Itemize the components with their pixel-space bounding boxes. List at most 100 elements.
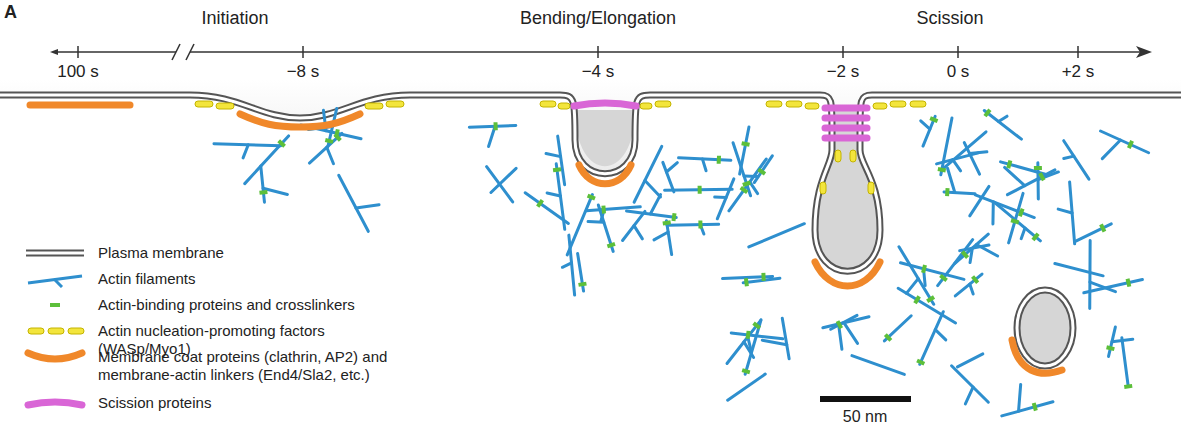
actin-crosslinker — [579, 284, 587, 285]
actin-filament — [679, 158, 731, 161]
actin-crosslinker — [973, 277, 978, 283]
actin-filament — [327, 147, 334, 163]
actin-filament — [984, 111, 1021, 140]
scission-proteins — [574, 103, 867, 138]
actin-filament — [1122, 338, 1128, 387]
actin-crosslinker — [601, 206, 606, 214]
actin-filament — [1001, 162, 1046, 174]
legend-sample — [24, 270, 86, 288]
actin-crosslinker — [746, 331, 751, 339]
actin-crosslinker — [1128, 279, 1130, 287]
actin-crosslinker — [1034, 403, 1036, 411]
legend-text: Plasma membrane — [98, 244, 398, 262]
actin-filament — [844, 323, 858, 344]
time-axis — [55, 44, 1140, 60]
actin-filament — [1021, 228, 1025, 239]
actin-crosslinker — [742, 370, 750, 372]
actin-filament — [743, 278, 780, 283]
actin-filament — [920, 312, 944, 365]
actin-filament — [754, 156, 772, 183]
actin-crosslinker — [1034, 166, 1042, 170]
actin-filament — [356, 205, 379, 208]
actin-filament — [921, 121, 930, 129]
actin-crosslinker — [1101, 224, 1105, 231]
time-tick: 100 s — [57, 62, 99, 82]
actin-crosslinker — [741, 188, 747, 193]
actin-filament — [729, 159, 766, 211]
actin-crosslinker — [1107, 347, 1115, 349]
actin-crosslinker — [962, 252, 967, 258]
actin-filament — [899, 247, 934, 305]
actin-filament — [733, 143, 751, 196]
actin-filament — [339, 175, 369, 231]
actin-crosslinker — [938, 169, 946, 171]
legend-sample — [24, 394, 86, 412]
actin-crosslinker — [259, 190, 267, 195]
stage-title: Bending/Elongation — [520, 8, 676, 29]
actin-filament — [491, 168, 516, 192]
actin-crosslinker — [758, 169, 765, 173]
actin-filament — [1064, 141, 1089, 179]
actin-filament — [1076, 224, 1111, 241]
actin-filament — [588, 220, 604, 224]
actin-crosslinker — [917, 361, 924, 364]
actin-filament — [994, 202, 1040, 240]
actin-crosslinker — [744, 278, 749, 286]
time-tick: −4 s — [582, 62, 615, 82]
actin-filament — [935, 330, 945, 340]
legend-entry: Actin-binding proteins and crosslinkers — [24, 296, 398, 314]
actin-filament — [634, 226, 642, 239]
legend-text: Actin-binding proteins and crosslinkers — [98, 296, 398, 314]
actin-crosslinker — [743, 182, 751, 185]
actin-filament — [965, 387, 973, 404]
actin-filament — [970, 248, 972, 262]
actin-crosslinker — [1124, 386, 1132, 387]
actin-filament — [957, 354, 982, 367]
actin-crosslinker — [607, 244, 615, 246]
actin-crosslinker — [985, 110, 990, 116]
actin-filament — [586, 207, 640, 211]
actin-crosslinker — [923, 265, 925, 273]
legend-sample — [24, 244, 86, 262]
actin-crosslinker — [927, 297, 934, 301]
actin-crosslinker — [754, 323, 760, 328]
actin-crosslinker — [538, 200, 543, 207]
actin-filament — [1088, 241, 1091, 309]
actin-filament — [991, 202, 994, 224]
actin-filament — [942, 132, 986, 170]
legend-entry: Membrane coat proteins (clathrin, AP2) a… — [24, 348, 398, 384]
time-tick: −2 s — [827, 62, 860, 82]
actin-crosslinker — [1020, 209, 1023, 216]
actin-filament — [1101, 131, 1149, 153]
legend-sample — [24, 296, 86, 314]
actin-crosslinker — [1129, 141, 1132, 148]
actin-filament — [750, 182, 758, 194]
actin-filament — [245, 136, 289, 184]
actin-filament — [567, 195, 592, 255]
legend-text: Actin filaments — [98, 270, 398, 288]
actin-filament — [562, 263, 571, 267]
npf-proteins — [195, 101, 926, 194]
actin-filament — [1038, 172, 1058, 180]
actin-filament — [702, 159, 706, 171]
actin-filament — [955, 274, 982, 296]
actin-filament — [964, 143, 979, 175]
actin-filament — [1019, 384, 1021, 411]
actin-crosslinker — [1008, 160, 1010, 168]
actin-crosslinker — [885, 335, 890, 341]
actin-crosslinker — [717, 156, 721, 164]
legend-sample — [24, 322, 86, 340]
actin-crosslinker — [698, 221, 702, 229]
stage-title: Scission — [916, 8, 983, 29]
stage-title: Initiation — [201, 8, 268, 29]
actin-filament — [970, 284, 973, 294]
actin-filament — [906, 279, 918, 294]
legend-entry: Actin filaments — [24, 270, 398, 288]
actin-crosslinker — [1033, 234, 1038, 240]
actin-crosslinker — [335, 134, 340, 140]
actin-filament — [728, 374, 766, 400]
time-tick: 0 s — [947, 62, 970, 82]
actin-filament — [1064, 156, 1074, 158]
actin-crosslinker — [325, 140, 333, 142]
actin-crosslinker — [742, 143, 750, 145]
